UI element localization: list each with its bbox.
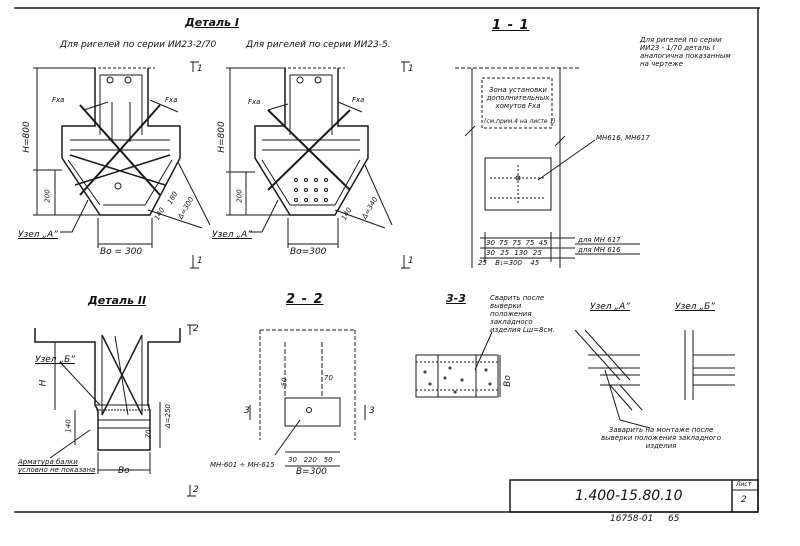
section-1-1-row1-label: для МН 617 bbox=[578, 236, 621, 244]
detail2-geometry bbox=[35, 325, 196, 496]
detail2-dim-70: 70 bbox=[144, 429, 153, 439]
row1-val: 75 bbox=[525, 239, 535, 247]
row1-val: 30 bbox=[486, 239, 495, 247]
cut-1-marker-d: 1 bbox=[408, 256, 414, 266]
section-2-2-dim-50: 50 bbox=[280, 377, 289, 387]
row2-val: 25 bbox=[500, 249, 510, 257]
cut-1-marker-a: 1 bbox=[197, 64, 203, 74]
section-1-1-mn-label: МН616, МН617 bbox=[596, 134, 650, 142]
stamp-sheet-number: 2 bbox=[741, 495, 747, 505]
detail1-right-uzel-a: Узел „А” bbox=[212, 230, 252, 240]
row1-val: 75 bbox=[512, 239, 522, 247]
cut-1-marker-b: 1 bbox=[197, 256, 203, 266]
detail2-uzel-b: Узел „Б” bbox=[35, 355, 75, 365]
detail1-right-dim-200: 200 bbox=[235, 189, 244, 203]
row3-val: B₁=300 bbox=[495, 259, 522, 267]
section-1-1-row2-label: для МН 616 bbox=[578, 246, 621, 254]
section-1-1-geometry bbox=[455, 68, 640, 268]
cut-3-marker-b: 3 bbox=[369, 406, 375, 416]
detail1-right-fxa-1: Fха bbox=[248, 98, 261, 106]
section-1-1-row1: 30 75 75 75 45 bbox=[486, 239, 548, 247]
stamp-code: 1.400-15.80.10 bbox=[575, 488, 683, 504]
row1-val: 45 bbox=[538, 239, 548, 247]
detail2-bo: Bо bbox=[118, 466, 130, 476]
section-2-2-title: 2 - 2 bbox=[286, 292, 324, 307]
detail1-left-geometry bbox=[33, 68, 210, 248]
section-1-1-row2: 30 25 130 25 bbox=[486, 249, 542, 257]
stamp-archive: 16758-01 bbox=[610, 514, 654, 524]
row2-val: 30 bbox=[486, 249, 495, 257]
detail1-right-height: H=800 bbox=[216, 121, 227, 153]
detail1-left-uzel-a: Узел „А” bbox=[18, 230, 58, 240]
section-1-1-zone-sub: (см.прим.4 на листе 1) bbox=[484, 118, 556, 125]
section-2-2-bottom-dims: 30 220 50 bbox=[288, 456, 333, 464]
section-1-1-row3: 25 B₁=300 45 bbox=[478, 259, 539, 267]
row3-val: 25 bbox=[478, 259, 487, 267]
cut-2-marker-a: 2 bbox=[193, 324, 199, 334]
section-2-2-b300: B=300 bbox=[296, 467, 327, 477]
stamp-sheet-label: Лист bbox=[736, 481, 752, 488]
detail1-left-fxa-1: Fха bbox=[52, 96, 65, 104]
detail1-left-fxa-2: Fха bbox=[165, 96, 178, 104]
detail2-dim-a250: Δ=250 bbox=[164, 403, 173, 429]
row2-val: 130 bbox=[514, 249, 528, 257]
detail1-left-bo: Bо = 300 bbox=[100, 247, 143, 257]
detail1-right-geometry bbox=[190, 62, 410, 268]
detail1-right-caption: Для ригелей по серии ИИ23-5. bbox=[246, 40, 391, 50]
row2-val: 25 bbox=[532, 249, 542, 257]
section-2-2-geometry bbox=[250, 330, 365, 466]
cut-3-marker-a: 3 bbox=[244, 406, 250, 416]
cut-2-marker-b: 2 bbox=[193, 485, 199, 495]
detail1-right-bo: Bо=300 bbox=[290, 247, 327, 257]
section-2-2-dim-70: 70 bbox=[324, 374, 333, 382]
row1-val: 75 bbox=[499, 239, 509, 247]
cut-1-marker-c: 1 bbox=[408, 64, 414, 74]
detail2-h: H bbox=[38, 379, 49, 387]
detail1-right-fxa-2: Fха bbox=[352, 96, 365, 104]
detail2-rebar-note: Арматура балки условно не показана bbox=[18, 458, 96, 474]
detail1-left-dim-200: 200 bbox=[43, 189, 52, 203]
section-1-1-zone: Зона установки дополнительных хомутов Fх… bbox=[486, 86, 550, 110]
section-1-1-title: 1 - 1 bbox=[492, 18, 530, 33]
node-a-title: Узел „А” bbox=[590, 302, 630, 312]
row3-val: 45 bbox=[530, 259, 540, 267]
detail2-title: Деталь II bbox=[88, 294, 147, 307]
detail1-left-height: H=800 bbox=[21, 121, 32, 153]
detail2-dim-140: 140 bbox=[64, 419, 73, 433]
section-3-3-geometry bbox=[416, 332, 500, 397]
detail1-left-caption: Для ригелей по серии ИИ23-2/70 bbox=[60, 40, 217, 50]
nodes-weld-note: Заварить на монтаже после выверки положе… bbox=[601, 426, 721, 450]
section-3-3-weld-note: Сварить после выверки положения закладно… bbox=[490, 294, 555, 334]
nodes-geometry bbox=[575, 330, 735, 428]
section-3-3-bo: Bо bbox=[502, 375, 513, 387]
section-3-3-title: 3-3 bbox=[446, 292, 466, 305]
detail1-title: Деталь I bbox=[185, 16, 239, 29]
section-1-1-note: Для ригелей по серии ИИ23 - 1/70 деталь … bbox=[640, 36, 731, 68]
section-2-2-mn-range: МН-601 ÷ МН-615 bbox=[210, 461, 275, 469]
node-b-title: Узел „Б” bbox=[675, 302, 715, 312]
stamp-page: 65 bbox=[668, 514, 680, 524]
